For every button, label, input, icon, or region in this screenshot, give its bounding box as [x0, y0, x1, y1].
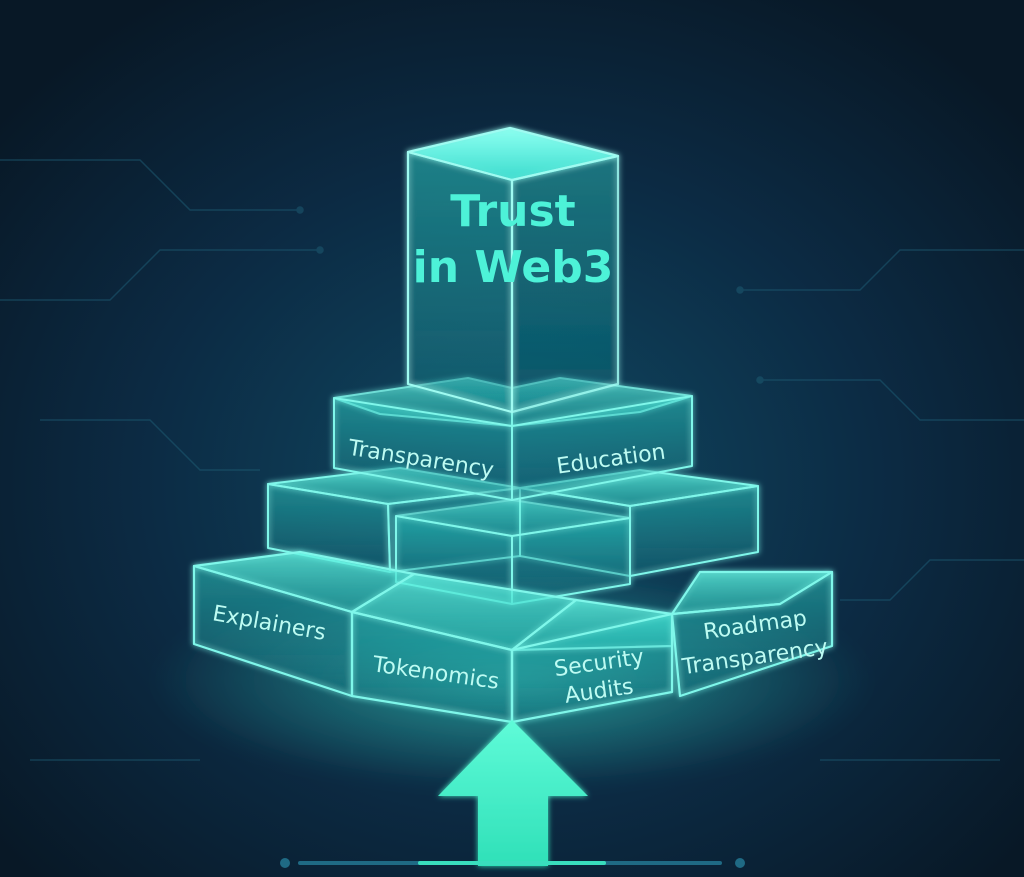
- up-arrow-icon: [438, 720, 588, 866]
- circuit-lines: [0, 159, 1024, 761]
- tier-1-blocks: [267, 467, 759, 605]
- title-line-2: in Web3: [413, 242, 614, 293]
- education-block: [511, 395, 693, 501]
- trust-cap-block: [406, 126, 620, 414]
- bottom-rail: [280, 858, 745, 868]
- title-line-1: Trust: [450, 186, 575, 237]
- tier-0-blocks: [192, 550, 834, 724]
